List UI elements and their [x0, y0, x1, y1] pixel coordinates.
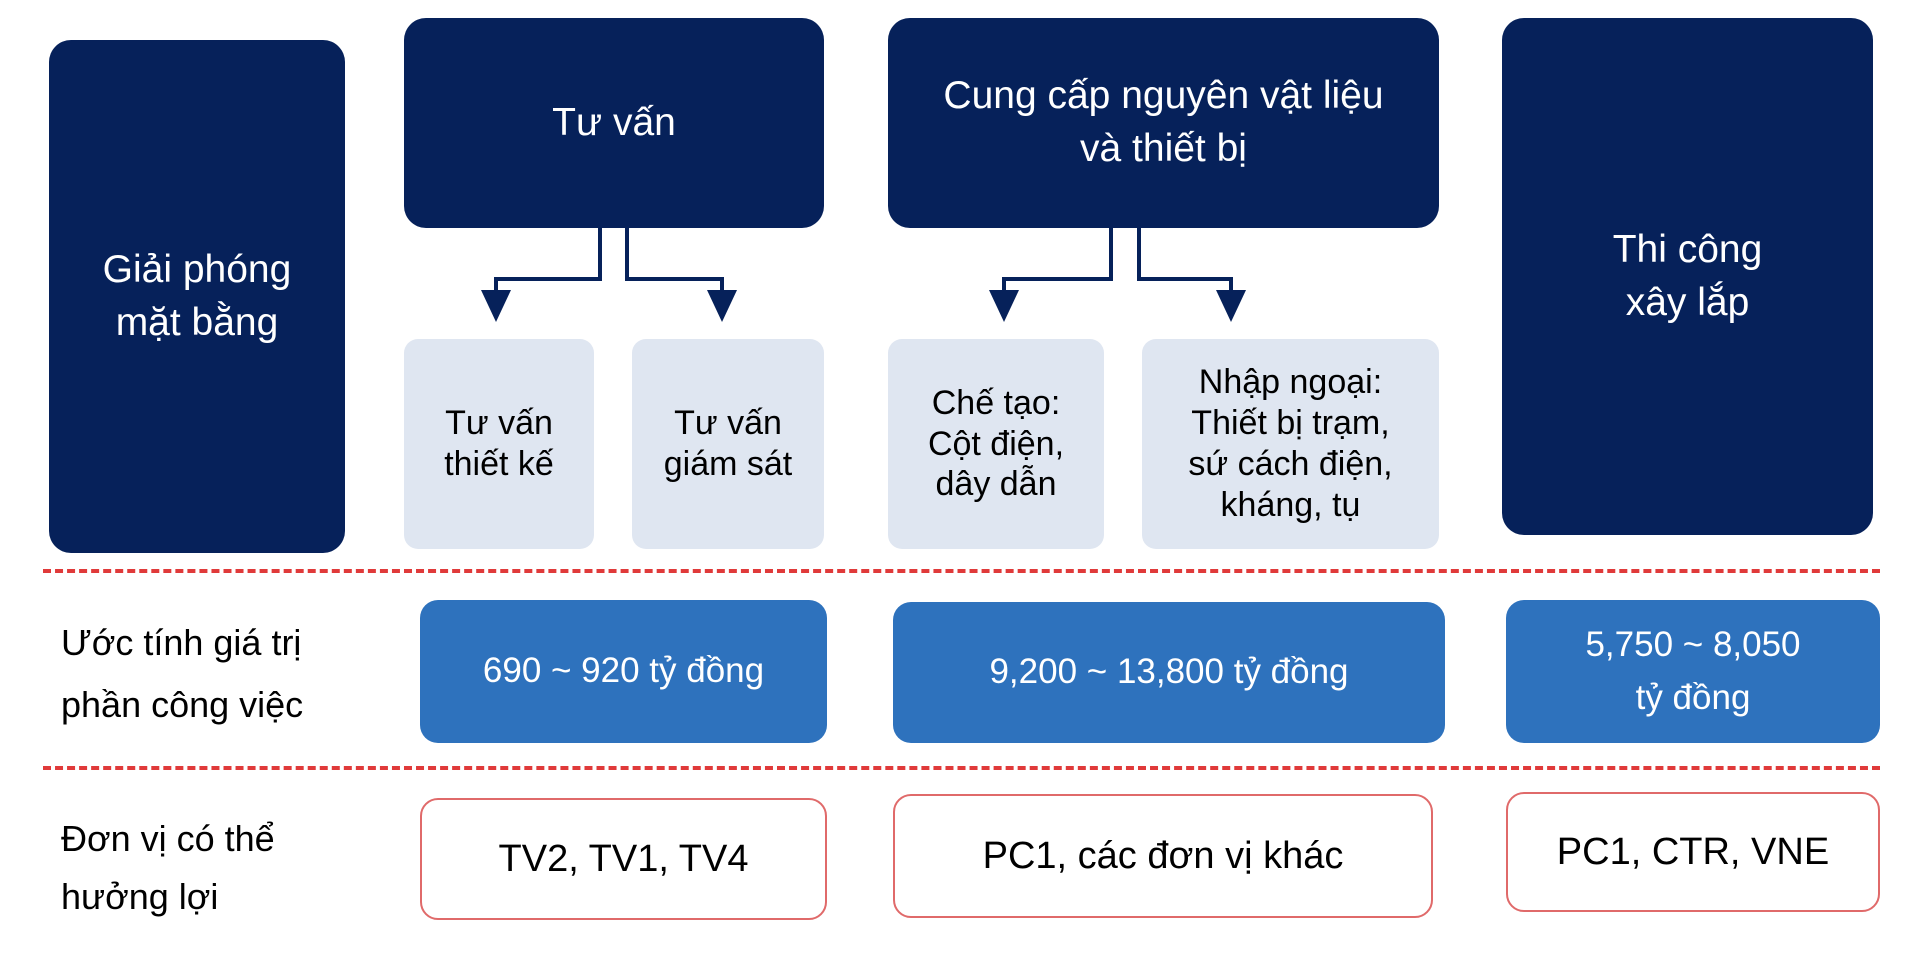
supervision-text: Tư vấn giám sát [663, 404, 793, 483]
construction-text: Thi công xây lắp [1612, 227, 1763, 324]
arrow-line [494, 228, 602, 296]
value-label-text: Ước tính giá trị phần công việc [61, 622, 304, 725]
construction-box: Thi công xây lắp [1502, 18, 1873, 535]
arrow-line [625, 228, 724, 296]
supply-value: 9,200 ~ 13,800 tỷ đồng [989, 652, 1349, 692]
beneficiary-row-label: Đơn vị có thể hưởng lợi [61, 810, 275, 926]
consulting-beneficiary-box: TV2, TV1, TV4 [420, 798, 827, 920]
divider-line [43, 569, 1880, 573]
beneficiary-label-text: Đơn vị có thể hưởng lợi [61, 818, 275, 917]
construction-value: 5,750 ~ 8,050 tỷ đồng [1585, 625, 1801, 717]
consulting-value: 690 ~ 920 tỷ đồng [482, 651, 765, 691]
manufacture-text: Chế tạo: Cột điện, dây dẫn [927, 383, 1065, 504]
construction-value-box: 5,750 ~ 8,050 tỷ đồng [1506, 600, 1880, 743]
consulting-text: Tư vấn [552, 100, 676, 144]
manufacture-box: Chế tạo: Cột điện, dây dẫn [888, 339, 1104, 549]
arrowhead-icon [989, 290, 1019, 322]
arrow-line [1137, 228, 1233, 296]
arrowhead-icon [1216, 290, 1246, 322]
site-clearance-box: Giải phóng mặt bằng [49, 40, 345, 553]
consulting-value-box: 690 ~ 920 tỷ đồng [420, 600, 827, 743]
supply-beneficiary-box: PC1, các đơn vị khác [893, 794, 1433, 918]
divider-line [43, 766, 1880, 770]
import-box: Nhập ngoại: Thiết bị trạm, sứ cách điện,… [1142, 339, 1439, 549]
arrow-line [1002, 228, 1113, 296]
arrowhead-icon [707, 290, 737, 322]
construction-beneficiaries: PC1, CTR, VNE [1556, 830, 1830, 873]
supply-text: Cung cấp nguyên vật liệu và thiết bị [943, 74, 1384, 170]
consulting-box: Tư vấn [404, 18, 824, 228]
site-clearance-text: Giải phóng mặt bằng [102, 247, 292, 344]
supply-box: Cung cấp nguyên vật liệu và thiết bị [888, 18, 1439, 228]
arrowhead-icon [481, 290, 511, 322]
import-text: Nhập ngoại: Thiết bị trạm, sứ cách điện,… [1188, 363, 1393, 524]
consulting-beneficiaries: TV2, TV1, TV4 [498, 837, 749, 880]
value-row-label: Ước tính giá trị phần công việc [61, 612, 303, 736]
supply-beneficiaries: PC1, các đơn vị khác [982, 834, 1344, 877]
design-consulting-box: Tư vấn thiết kế [404, 339, 594, 549]
supervision-consulting-box: Tư vấn giám sát [632, 339, 824, 549]
design-text: Tư vấn thiết kế [444, 404, 554, 483]
construction-beneficiary-box: PC1, CTR, VNE [1506, 792, 1880, 912]
supply-value-box: 9,200 ~ 13,800 tỷ đồng [893, 602, 1445, 743]
